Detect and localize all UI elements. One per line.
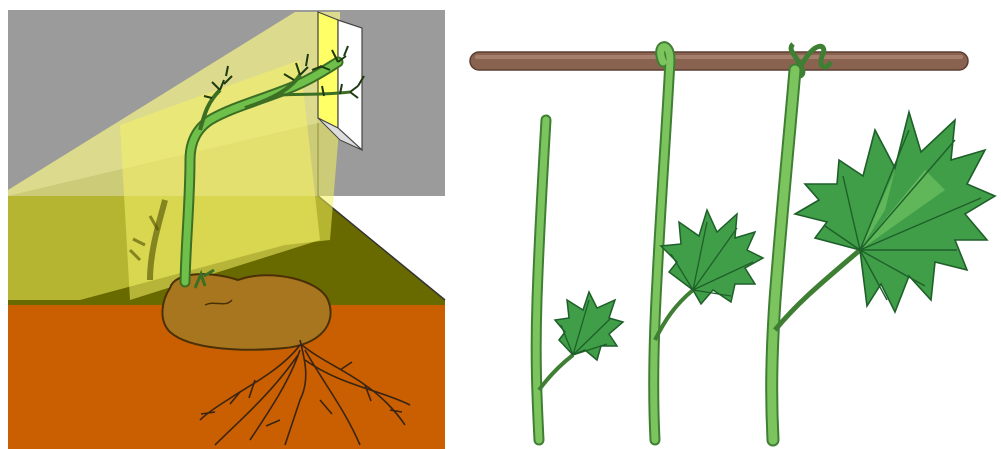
tendril-coiling-illustration bbox=[455, 0, 1001, 449]
stage-2-plant bbox=[654, 47, 763, 440]
tendril-scene-svg bbox=[455, 0, 1001, 449]
stage-3-petiole bbox=[775, 250, 860, 330]
stage-1-plant bbox=[536, 120, 623, 440]
support-rod bbox=[470, 52, 968, 70]
potato-scene-svg bbox=[0, 0, 450, 449]
stage-3-plant bbox=[772, 44, 995, 440]
potato-phototropism-illustration bbox=[0, 0, 450, 449]
stage-2-stem bbox=[654, 47, 670, 440]
rod-highlight bbox=[475, 55, 963, 59]
stage-2-leaf bbox=[661, 210, 763, 304]
stage-1-petiole bbox=[539, 355, 573, 390]
